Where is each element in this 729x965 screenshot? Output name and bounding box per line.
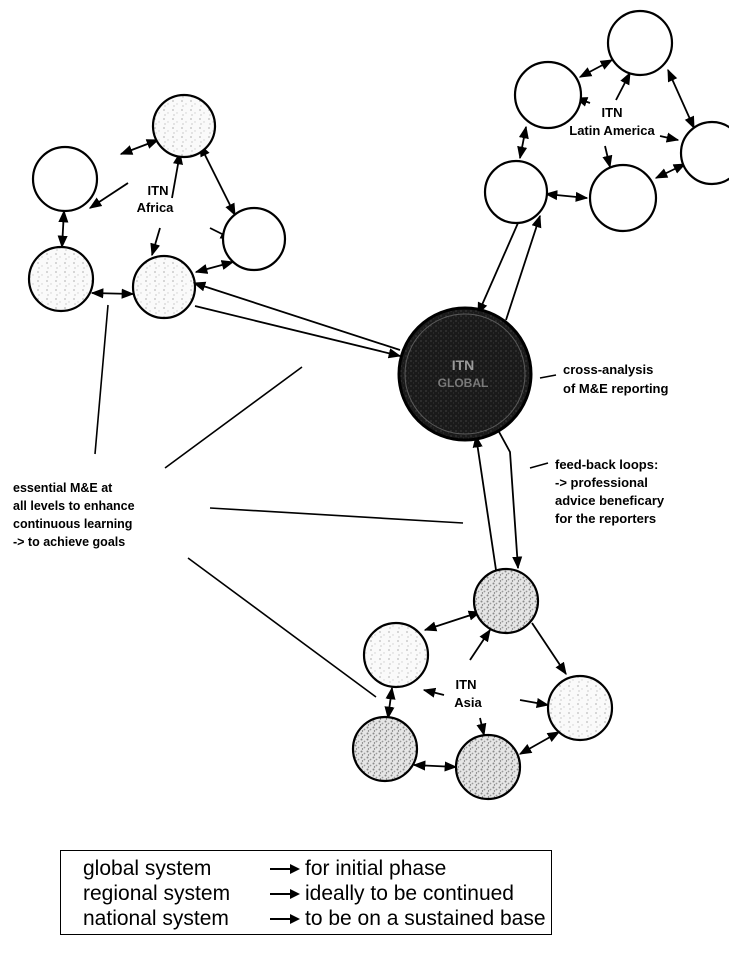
africa-cluster: ITN Africa [27, 93, 287, 320]
africa-node-right [221, 206, 287, 272]
arrow-right-icon [270, 864, 300, 874]
edge-africa-top-left [119, 139, 160, 155]
leader-essential-middle [209, 507, 464, 524]
edge-la-bottom-horiz [544, 190, 589, 202]
edge-africa-top-right [199, 143, 236, 217]
edge-asia-top-right [531, 622, 567, 676]
africa-node-bottom [131, 254, 197, 320]
asia-node-bottom-left [351, 715, 419, 783]
legend-box: global system for initial phase regional… [60, 850, 552, 935]
africa-label-line1: ITN [148, 183, 169, 198]
edge-la-top-right [667, 68, 695, 130]
essential-line2: all levels to enhance [13, 499, 135, 513]
legend-system-label: national system [83, 907, 229, 930]
legend-description: for initial phase [305, 857, 447, 880]
asia-node-bottom [454, 733, 522, 801]
global-hub-label-line2: GLOBAL [438, 376, 489, 390]
edge-asia-bottom-right [518, 731, 561, 755]
edge-latam-to-hub [477, 222, 519, 316]
annotation-texts: cross-analysis of M&E reporting feed-bac… [13, 362, 668, 549]
asia-node-top [472, 567, 540, 635]
edge-la-bottom-right [654, 163, 687, 179]
edge-africa-label-top [171, 151, 183, 199]
leader-essential-hub [164, 366, 303, 469]
edge-africa-lower-right [194, 260, 235, 274]
asia-cluster: ITN Asia [351, 567, 614, 801]
edge-asia-top-left [423, 610, 482, 632]
edge-africa-to-hub-lower [194, 305, 402, 359]
la-node-top [606, 9, 674, 77]
la-label-line1: ITN [602, 105, 623, 120]
africa-node-left [31, 145, 99, 213]
la-label-line2: Latin America [569, 123, 655, 138]
leader-essential-asia [187, 557, 377, 698]
edge-asia-label-top [469, 628, 491, 661]
edge-la-label-bottom [602, 145, 613, 169]
edge-la-left-vert [517, 125, 529, 160]
edge-hub-to-latam [505, 214, 542, 321]
la-node-right [679, 120, 729, 186]
global-hub-ring [404, 313, 526, 435]
edge-asia-label-right [519, 698, 550, 708]
la-node-bottom [588, 163, 658, 233]
edge-africa-bottom-horiz [90, 288, 135, 299]
legend-system-label: regional system [83, 882, 231, 905]
la-node-left [513, 60, 583, 130]
leader-feedback [529, 462, 549, 469]
africa-label-line2: Africa [137, 200, 175, 215]
arrow-right-icon [270, 889, 300, 899]
edge-africa-left-vert [57, 209, 69, 249]
edge-hub-to-asia [497, 429, 523, 570]
latin-america-cluster: ITN Latin America [483, 9, 729, 233]
asia-label-line2: Asia [454, 695, 482, 710]
essential-line3: continuous learning [13, 517, 132, 531]
edge-la-label-top [615, 71, 631, 101]
leader-essential-africa-left [94, 304, 109, 455]
legend-description: to be on a sustained base [305, 907, 546, 930]
asia-node-right [546, 674, 614, 742]
edge-la-top-left [578, 59, 614, 78]
annotation-leaders [94, 304, 557, 698]
legend-system-label: global system [83, 857, 212, 880]
edge-africa-bottom-in [150, 227, 161, 257]
feedback-line3: advice beneficary [555, 493, 665, 508]
leader-cross-analysis [539, 374, 557, 379]
legend-description: ideally to be continued [305, 882, 514, 905]
edge-asia-bottom-horiz [412, 760, 458, 772]
edge-asia-label-bottom [476, 717, 487, 737]
la-node-bottom-left [483, 159, 549, 225]
africa-node-bottom-left [27, 245, 95, 313]
global-hub: ITN GLOBAL [397, 306, 533, 442]
asia-node-left [362, 621, 430, 689]
asia-label-line1: ITN [456, 677, 477, 692]
edge-asia-left-vert [384, 686, 396, 720]
feedback-line4: for the reporters [555, 511, 656, 526]
feedback-line2: -> professional [555, 475, 648, 490]
edge-africa-to-hub-upper [192, 281, 401, 351]
essential-line4: -> to achieve goals [13, 535, 125, 549]
africa-node-top [151, 93, 217, 159]
cross-analysis-line1: cross-analysis [563, 362, 653, 377]
feedback-line1: feed-back loops: [555, 457, 658, 472]
edge-asia-to-hub [472, 434, 497, 571]
global-hub-label-line1: ITN [452, 357, 475, 373]
essential-line1: essential M&E at [13, 481, 113, 495]
edge-la-label-right [659, 132, 680, 143]
edge-africa-left-in [88, 182, 129, 209]
edge-asia-label-left [422, 687, 445, 698]
global-hub-node [397, 306, 533, 442]
arrow-right-icon [270, 914, 300, 924]
hub-connections [192, 214, 542, 571]
cross-analysis-line2: of M&E reporting [563, 381, 668, 396]
